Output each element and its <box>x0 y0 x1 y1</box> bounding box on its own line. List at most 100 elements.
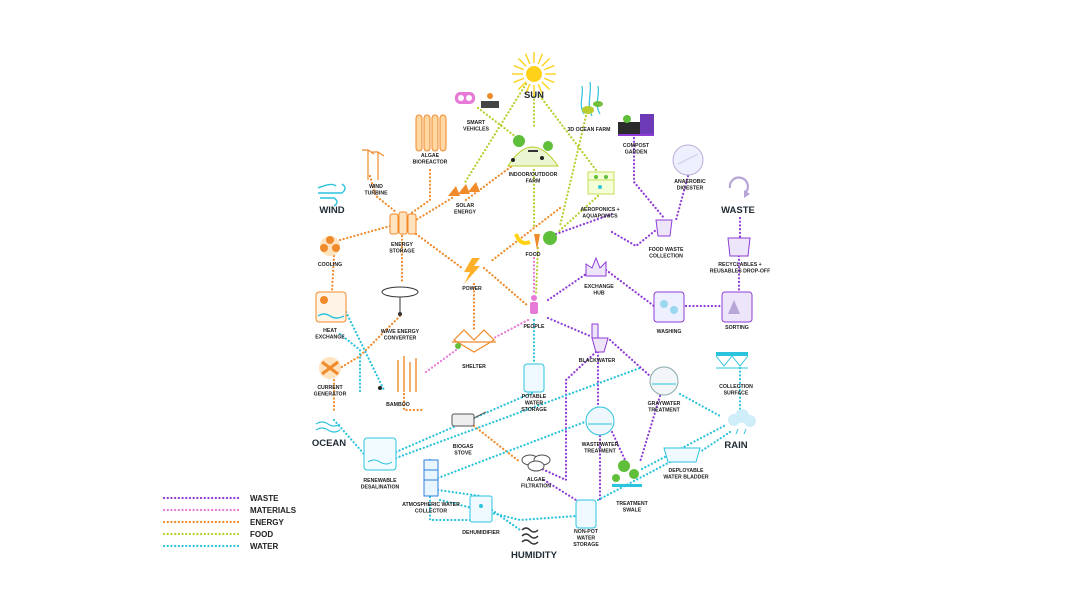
label-potable-storage-line-3: STORAGE <box>521 407 547 413</box>
water-bladder-icon <box>663 447 701 463</box>
label-anaerobic-digester-line-2: DIGESTER <box>677 185 704 191</box>
flow-energy-13 <box>488 206 562 264</box>
label-collection-surface-line-1: COLLECTION <box>719 384 753 390</box>
flow-water-46 <box>338 332 362 394</box>
recyclables-icon <box>727 237 751 257</box>
sun-icon <box>512 52 556 96</box>
flow-water-59 <box>428 458 472 522</box>
label-nonpot-storage-line-3: STORAGE <box>573 542 599 548</box>
flow-water-50 <box>436 418 592 480</box>
ocean-farm-icon <box>580 81 603 117</box>
desalination-icon <box>363 437 397 471</box>
flow-waste-24 <box>632 136 666 220</box>
anaerobic-digester-icon <box>672 144 704 176</box>
exchange-hub-icon <box>585 256 607 277</box>
flow-energy-2 <box>408 168 432 216</box>
label-bamboo: BAMBOO <box>386 402 410 408</box>
label-current-generator-line-2: GENERATOR <box>314 391 347 397</box>
flow-energy-12 <box>464 158 522 202</box>
label-atmospheric-line-1: ATMOSPHERIC WATER <box>402 502 460 508</box>
label-anaerobic-digester-line-1: ANAEROBIC <box>674 179 706 185</box>
lightning-icon <box>464 258 480 284</box>
flow-energy-1 <box>368 174 398 214</box>
label-washing: WASHING <box>657 329 682 335</box>
label-atmospheric-line-2: COLLECTOR <box>415 508 447 514</box>
flow-waste-36 <box>608 338 652 378</box>
washing-icon <box>653 291 685 323</box>
label-shelter: SHELTER <box>462 364 486 370</box>
label-compost-garden-line-1: COMPOST <box>623 143 650 149</box>
label-bladder-line-2: WATER BLADDER <box>663 474 708 480</box>
biogas-stove-icon <box>451 411 487 427</box>
label-nonpot-storage-line-2: WATER <box>577 535 596 541</box>
label-solar-energy-line-2: ENERGY <box>454 209 476 215</box>
flow-materials-42 <box>424 348 458 374</box>
label-solar-energy-line-1: SOLAR <box>456 203 474 209</box>
label-smart-vehicles-line-1: SMART <box>467 120 486 126</box>
label-waste: WASTE <box>721 205 755 216</box>
toilet-icon <box>591 323 609 353</box>
label-exchange-hub-line-2: HUB <box>593 290 604 296</box>
label-treatment-swale-line-2: SWALE <box>623 507 642 513</box>
wind-icon <box>317 183 346 207</box>
label-wastewater-line-1: WASTEWATER <box>582 442 619 448</box>
flow-water-58 <box>678 392 722 418</box>
flow-waste-27 <box>554 212 614 236</box>
label-bladder-line-1: DEPLOYABLE <box>669 468 705 474</box>
atmospheric-collector-icon <box>423 459 439 497</box>
flow-energy-4 <box>414 232 464 270</box>
humidity-icon <box>521 527 539 545</box>
algae-filtration-icon <box>521 454 551 472</box>
flow-water-45 <box>344 310 386 392</box>
label-wastewater-line-2: TREATMENT <box>584 448 616 454</box>
label-biogas-stove-line-2: STOVE <box>454 450 472 456</box>
bamboo-icon <box>378 356 417 392</box>
label-recyclables-line-1: RECYCLABLES + <box>718 262 761 268</box>
label-wind-turbine-line-2: TURBINE <box>364 190 388 196</box>
label-energy-storage-line-1: ENERGY <box>391 242 413 248</box>
label-renewable-desal-line-1: RENEWABLE <box>363 478 397 484</box>
indoor-farm-icon <box>507 135 559 167</box>
flow-materials-41 <box>492 318 530 340</box>
label-indoor-farm-line-1: INDOOR/OUTDOOR <box>509 172 558 178</box>
wastewater-icon <box>585 406 615 436</box>
label-collection-surface-line-2: SURFACE <box>724 390 749 396</box>
label-energy-storage-line-2: STORAGE <box>389 248 415 254</box>
flow-food-16 <box>476 106 522 142</box>
flow-energy-7 <box>330 254 336 294</box>
flow-water-52 <box>438 498 578 522</box>
flow-waste-39 <box>542 478 578 502</box>
flow-waste-35 <box>538 350 598 482</box>
flow-connections <box>330 82 742 532</box>
label-humidity: HUMIDITY <box>511 550 558 561</box>
flow-waste-26 <box>610 228 658 248</box>
label-indoor-farm-line-2: FARM <box>526 178 541 184</box>
heat-exchange-icon <box>315 291 347 323</box>
food-icon <box>514 231 557 250</box>
label-heat-exchange-line-1: HEAT <box>323 328 338 334</box>
legend-label-materials: MATERIALS <box>250 506 297 515</box>
flow-waste-33 <box>546 316 592 338</box>
label-ocean: OCEAN <box>312 438 346 449</box>
flow-energy-14 <box>472 424 522 464</box>
flow-water-55 <box>698 430 732 454</box>
label-power: POWER <box>462 286 482 292</box>
aeroponics-icon <box>587 171 615 195</box>
flow-food-18 <box>462 82 528 186</box>
legend-label-waste: WASTE <box>250 494 279 503</box>
flow-waste-37 <box>638 394 662 464</box>
label-food-waste-line-2: COLLECTION <box>649 253 683 259</box>
graywater-icon <box>649 366 679 396</box>
food-waste-icon <box>655 219 673 237</box>
label-blackwater: BLACKWATER <box>579 358 616 364</box>
label-sorting: SORTING <box>725 325 749 331</box>
legend-label-energy: ENERGY <box>250 518 284 527</box>
legend-label-food: FOOD <box>250 530 273 539</box>
flow-waste-32 <box>546 272 588 302</box>
flow-water-57 <box>596 460 672 502</box>
compost-garden-icon <box>618 114 654 136</box>
person-icon <box>530 295 538 314</box>
